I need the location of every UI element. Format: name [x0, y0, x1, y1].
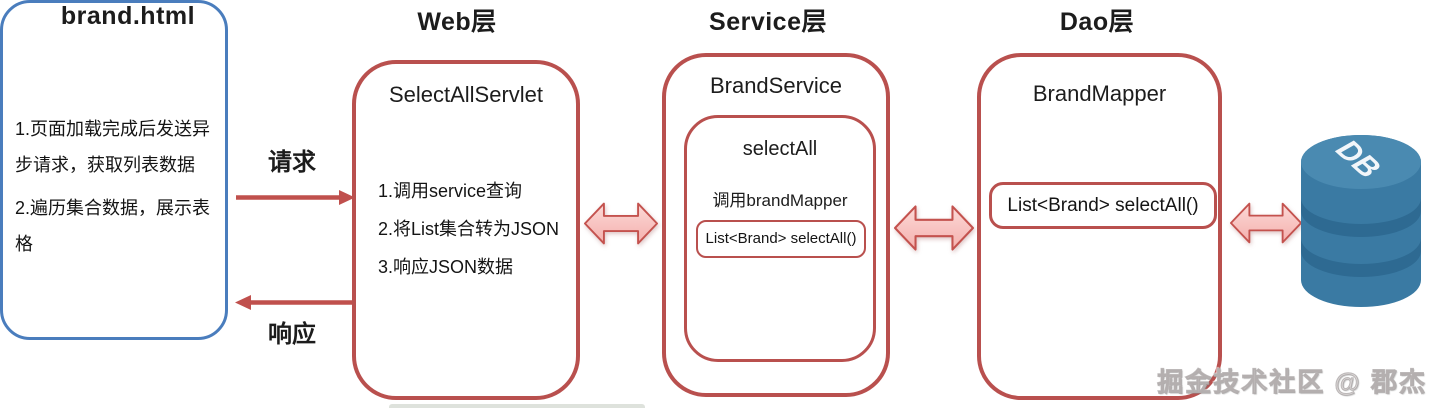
- browser-box: 1.页面加载完成后发送异步请求，获取列表数据 2.遍历集合数据，展示表格: [0, 0, 228, 340]
- select-all-method-group-box: selectAll 调用brandMapper List<Brand> sele…: [684, 115, 876, 362]
- web-step-3: 3.响应JSON数据: [378, 257, 514, 277]
- browser-note-1: 1.页面加载完成后发送异步请求，获取列表数据: [15, 119, 211, 175]
- bottom-cutoff-bar: [389, 404, 645, 408]
- web-step-1: 1.调用service查询: [378, 181, 523, 201]
- select-all-title: selectAll: [742, 138, 818, 160]
- column-title-web: Web层: [417, 8, 497, 36]
- web-steps-list: 1.调用service查询 2.将List集合转为JSON 3.响应JSON数据: [378, 172, 568, 286]
- column-title-browser: brand.html: [60, 2, 196, 30]
- request-label: 请求: [268, 149, 316, 176]
- dao-layer-box: BrandMapper List<Brand> selectAll(): [977, 53, 1222, 400]
- service-box-title: BrandService: [709, 73, 843, 98]
- column-title-dao: Dao层: [1059, 8, 1135, 36]
- web-layer-box: SelectAllServlet 1.调用service查询 2.将List集合…: [352, 60, 580, 400]
- dao-box-title: BrandMapper: [1032, 81, 1167, 106]
- watermark-text: 掘金技术社区 @ 郡杰: [1157, 367, 1427, 398]
- response-arrow-icon: [235, 295, 354, 310]
- response-label: 响应: [268, 321, 316, 348]
- browser-note-2: 2.遍历集合数据，展示表格: [15, 198, 211, 254]
- service-method-signature: List<Brand> selectAll(): [696, 220, 866, 258]
- web-service-bidirectional-arrow-icon: [584, 202, 658, 245]
- select-all-note: 调用brandMapper: [712, 191, 848, 210]
- web-step-2: 2.将List集合转为JSON: [378, 219, 560, 239]
- request-arrow-icon: [236, 190, 355, 205]
- dao-method-signature: List<Brand> selectAll(): [989, 182, 1217, 229]
- service-dao-bidirectional-arrow-icon: [894, 205, 974, 251]
- database-icon: DB: [1301, 134, 1421, 307]
- dao-db-bidirectional-arrow-icon: [1230, 202, 1302, 244]
- service-layer-box: BrandService selectAll 调用brandMapper Lis…: [662, 53, 890, 397]
- web-box-title: SelectAllServlet: [388, 82, 544, 107]
- column-title-service: Service层: [709, 8, 827, 36]
